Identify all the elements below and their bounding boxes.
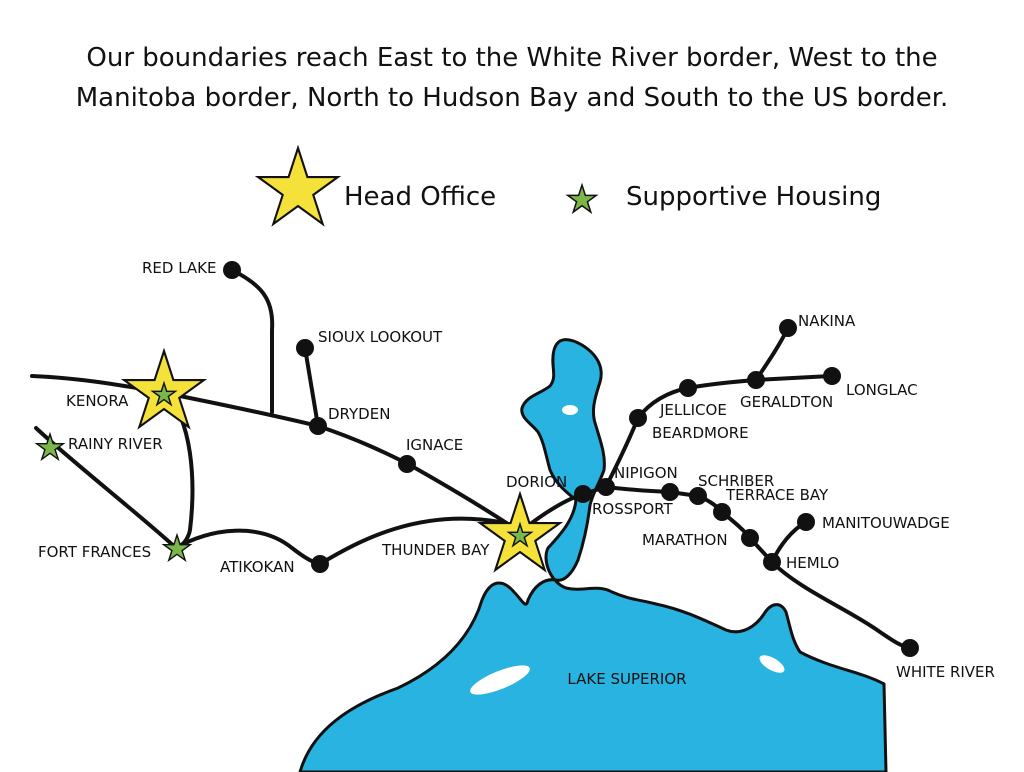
headline: Our boundaries reach East to the White R… <box>0 38 1024 118</box>
city-label-nakina: NAKINA <box>798 312 856 330</box>
city-label-schriber: SCHRIBER <box>698 472 774 490</box>
city-label-kenora: KENORA <box>66 392 129 410</box>
lake-island <box>470 665 530 695</box>
city-markers <box>223 261 919 657</box>
city-label-geraldton: GERALDTON <box>740 393 833 411</box>
city-dot-red-lake <box>223 261 241 279</box>
city-dot-schriber <box>661 483 679 501</box>
route-atikokan <box>174 516 502 566</box>
route-red-lake <box>230 268 275 414</box>
city-label-hemlo: HEMLO <box>786 554 839 572</box>
city-dot-white-river <box>901 639 919 657</box>
headline-line-2: Manitoba border, North to Hudson Bay and… <box>75 83 949 113</box>
city-dot-longlac <box>823 367 841 385</box>
rainy-river-supportive-housing-star-icon <box>37 434 64 459</box>
lake-island <box>562 405 578 415</box>
route-sioux-lookout <box>303 346 320 428</box>
city-label-terrace-bay: TERRACE BAY <box>725 486 829 504</box>
city-dot-nakina <box>779 319 797 337</box>
city-label-longlac: LONGLAC <box>846 381 918 399</box>
city-label-dryden: DRYDEN <box>328 405 390 423</box>
city-label-sioux-lookout: SIOUX LOOKOUT <box>318 328 443 346</box>
city-label-fort-frances: FORT FRANCES <box>38 543 151 561</box>
city-label-beardmore: BEARDMORE <box>652 424 749 442</box>
city-dot-manitouwadge <box>797 513 815 531</box>
headline-line-1: Our boundaries reach East to the White R… <box>86 43 938 73</box>
legend-supportive-housing-star-icon <box>568 185 597 212</box>
city-label-atikokan: ATIKOKAN <box>220 558 295 576</box>
city-dot-geraldton <box>747 371 765 389</box>
city-dot-marathon-1 <box>713 503 731 521</box>
city-dot-atikokan <box>311 555 329 573</box>
city-dot-terrace-bay <box>689 487 707 505</box>
city-label-manitouwadge: MANITOUWADGE <box>822 514 950 532</box>
city-label-thunder-bay: THUNDER BAY <box>381 541 490 559</box>
city-label-rainy-river: RAINY RIVER <box>68 435 163 453</box>
city-dot-dryden <box>309 417 327 435</box>
legend-head-office-label: Head Office <box>344 182 497 212</box>
city-label-white-river: WHITE RIVER <box>896 663 995 681</box>
legend-supportive-housing-label: Supportive Housing <box>626 182 882 212</box>
city-label-jellicoe: JELLICOE <box>659 401 727 419</box>
city-label-nipigon: NIPIGON <box>614 464 678 482</box>
lake-superior-label: LAKE SUPERIOR <box>567 670 686 688</box>
route-geraldton-highway <box>636 374 834 420</box>
city-dot-dorion <box>574 485 592 503</box>
city-label-ignace: IGNACE <box>406 436 463 454</box>
city-dot-beardmore <box>629 409 647 427</box>
city-label-dorion: DORION <box>506 473 567 491</box>
road-network <box>30 268 912 650</box>
lake-superior-shape <box>298 338 888 772</box>
city-label-red-lake: RED LAKE <box>142 259 217 277</box>
city-label-marathon: MARATHON <box>642 531 728 549</box>
lake-island <box>622 538 630 552</box>
city-dot-hemlo <box>763 553 781 571</box>
city-label-rossport: ROSSPORT <box>592 500 673 518</box>
city-dot-nipigon <box>597 478 615 496</box>
legend-head-office-star-icon <box>258 148 338 224</box>
city-dot-marathon-2 <box>741 529 759 547</box>
city-dot-sioux-lookout <box>296 339 314 357</box>
route-nakina <box>754 326 790 382</box>
city-dot-jellicoe <box>679 379 697 397</box>
city-dot-ignace <box>398 455 416 473</box>
lake-island <box>759 655 785 673</box>
